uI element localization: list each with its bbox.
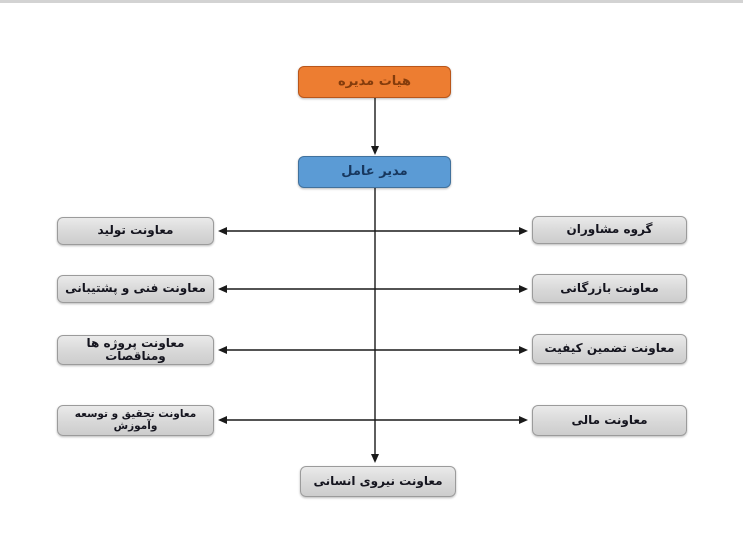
node-label: معاونت توليد xyxy=(97,223,174,238)
arrow-row-2 xyxy=(218,285,528,293)
arrow-root-to-ceo xyxy=(371,98,379,155)
arrow-row-3 xyxy=(218,346,528,354)
node-board-of-directors: هيات مديره xyxy=(298,66,451,98)
node-research-development-training-deputy: معاونت تحقيق و توسعه وآموزش xyxy=(57,405,214,436)
node-label: معاونت فنی و پشتيبانی xyxy=(65,281,206,296)
node-label: هيات مديره xyxy=(338,73,411,89)
top-divider-strip xyxy=(0,0,743,3)
node-label: معاونت بازرگانی xyxy=(560,280,659,295)
node-financial-deputy: معاونت مالی xyxy=(532,405,687,436)
node-managing-director: مدير عامل xyxy=(298,156,451,188)
node-production-deputy: معاونت توليد xyxy=(57,217,214,245)
node-label: گروه مشاوران xyxy=(566,222,653,237)
node-label: معاونت مالی xyxy=(571,412,648,427)
node-label: معاونت تحقيق و توسعه وآموزش xyxy=(74,407,197,432)
arrow-ceo-to-hr xyxy=(371,188,379,463)
node-quality-assurance-deputy: معاونت تضمين کيفيت xyxy=(532,334,687,364)
node-label: معاونت نيروی انسانی xyxy=(313,473,443,488)
node-human-resources-deputy: معاونت نيروی انسانی xyxy=(300,466,456,497)
node-label: معاونت پروژه ها ومناقصات xyxy=(86,335,185,363)
node-technical-support-deputy: معاونت فنی و پشتيبانی xyxy=(57,275,214,303)
node-consultants-group: گروه مشاوران xyxy=(532,216,687,244)
node-label: مدير عامل xyxy=(341,163,408,179)
node-commercial-deputy: معاونت بازرگانی xyxy=(532,274,687,303)
arrow-row-4 xyxy=(218,416,528,424)
node-projects-tenders-deputy: معاونت پروژه ها ومناقصات xyxy=(57,335,214,365)
arrow-row-1 xyxy=(218,227,528,235)
node-label: معاونت تضمين کيفيت xyxy=(544,341,675,356)
